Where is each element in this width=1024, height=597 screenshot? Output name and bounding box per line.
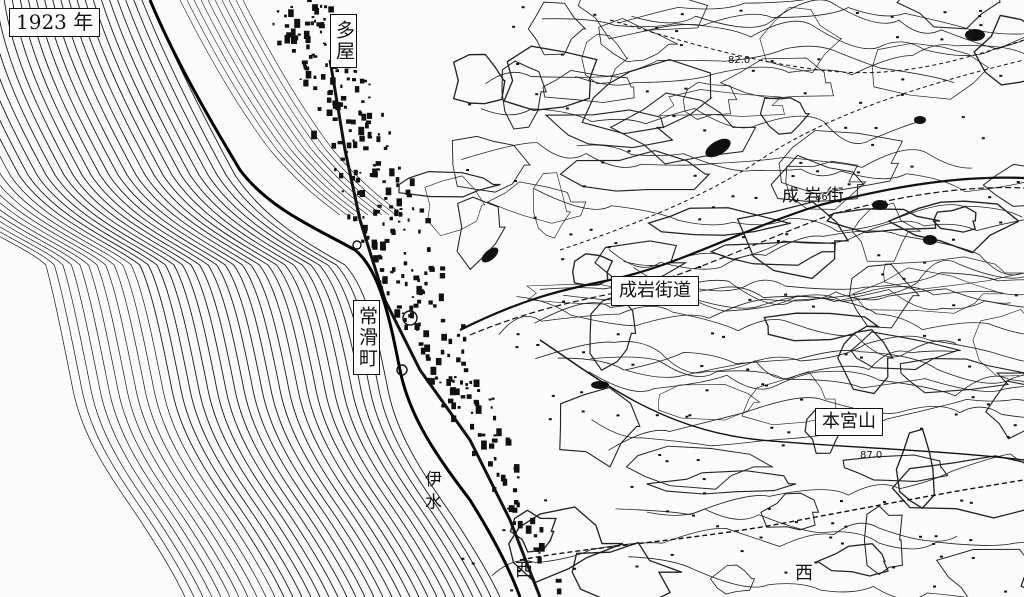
elevation-mark: 82.0 [728,55,751,66]
map-symbols [352,240,418,376]
mountain-label-hongusan: 本宮山 [815,408,883,436]
elevation-mark: 87.0 [860,450,883,461]
year-label: 1923 年 [9,8,101,37]
sea-contours [0,0,501,597]
elevation-mark: 86 [815,192,828,203]
road-text-on-map: 成 岩 街 [782,186,844,206]
place-nishi-label-2: 西 [795,563,813,584]
water-ponds [481,29,985,389]
place-mizu-label: 伊 水 [421,470,441,510]
town-blocks [272,0,1020,595]
town-label-tama: 多屋 [330,14,357,68]
land-contours [179,0,1024,597]
town-label-tokoname: 常滑町 [353,300,380,375]
coastline [148,0,522,597]
place-nishi-label: 西 [515,560,533,581]
road-label-nariwa-kaido: 成岩街道 [611,276,699,306]
roads [328,19,1024,597]
